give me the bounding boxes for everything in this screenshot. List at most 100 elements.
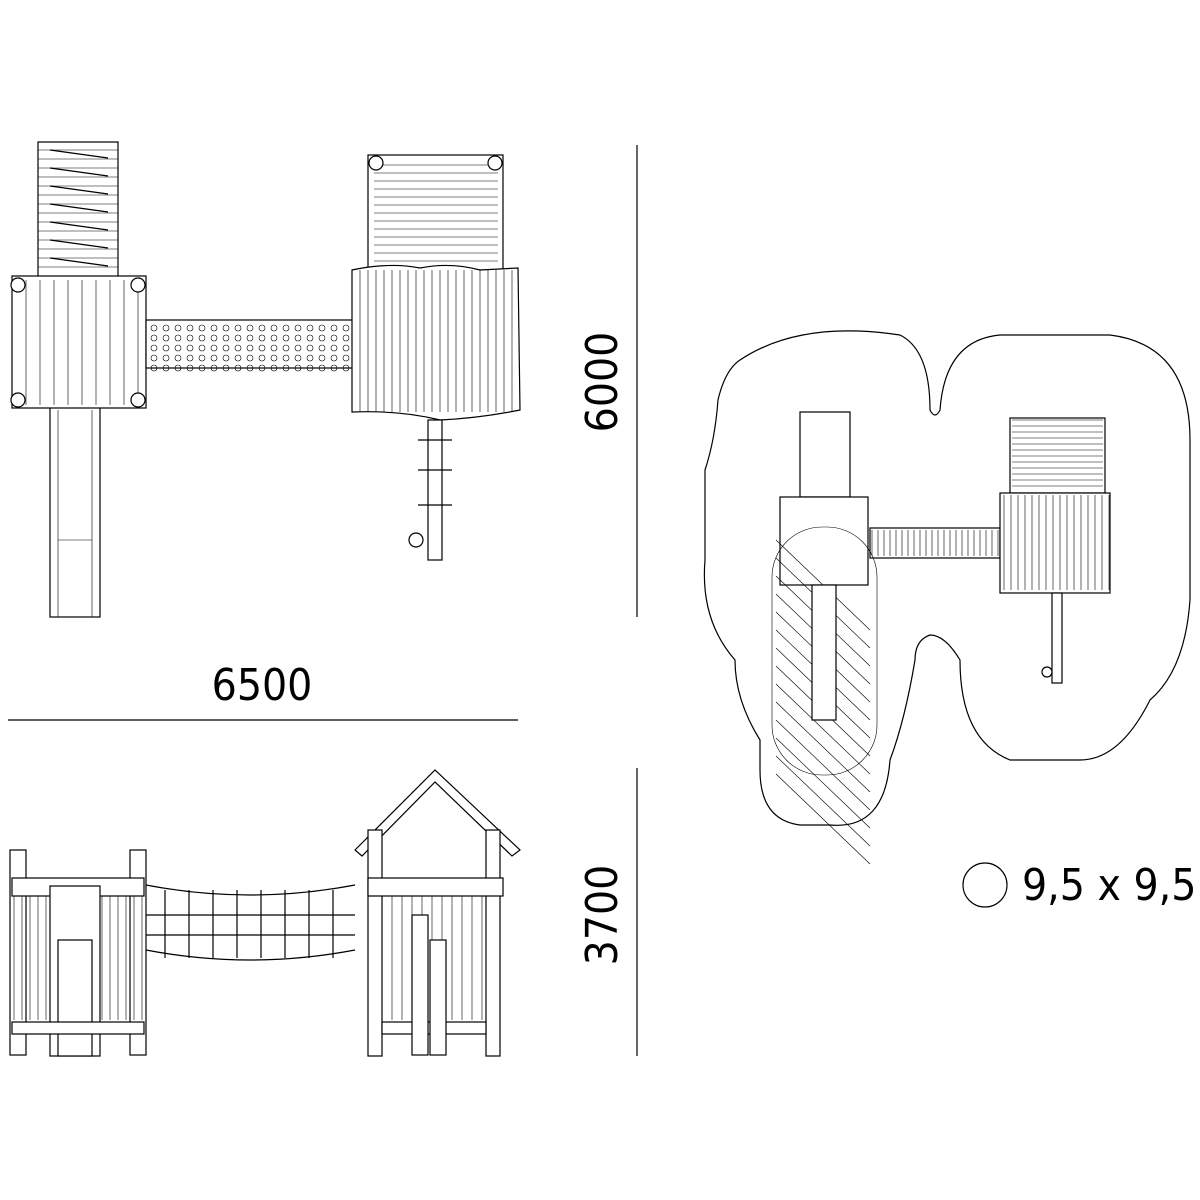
knot — [162, 324, 170, 332]
line — [49, 185, 109, 195]
right-tower-planks — [374, 164, 498, 262]
knot — [294, 364, 302, 372]
post — [130, 277, 146, 293]
knot — [198, 364, 206, 372]
knot — [150, 334, 158, 342]
knot — [186, 344, 194, 352]
knot — [258, 334, 266, 342]
line — [775, 701, 871, 793]
knot — [306, 334, 314, 342]
knot — [210, 344, 218, 352]
line — [49, 203, 109, 213]
knot — [150, 344, 158, 352]
knot — [162, 354, 170, 362]
knot — [246, 344, 254, 352]
right-tower-roof — [999, 492, 1111, 594]
post — [368, 155, 384, 171]
knot — [198, 354, 206, 362]
knot — [330, 334, 338, 342]
width-dimension-label: 6500 — [212, 660, 313, 711]
safety-area-legend-icon — [962, 862, 1008, 908]
safety-area-label: 9,5 x 9,5 — [1022, 860, 1196, 911]
knot — [174, 334, 182, 342]
line — [49, 167, 109, 177]
knot — [234, 324, 242, 332]
knot — [342, 334, 350, 342]
rope-bridge — [145, 319, 355, 369]
left-tower-planks — [25, 280, 139, 405]
bridge-bottom — [145, 949, 356, 961]
knot — [294, 324, 302, 332]
knot — [330, 354, 338, 362]
ladder — [427, 419, 443, 561]
roof-planks — [359, 270, 513, 412]
knot — [282, 334, 290, 342]
knot — [186, 354, 194, 362]
post — [10, 277, 26, 293]
knot — [282, 354, 290, 362]
safety-area-outline — [703, 330, 1191, 826]
climbing-wall — [37, 141, 119, 278]
deck-beam — [11, 1021, 145, 1035]
knot — [258, 324, 266, 332]
knot — [222, 344, 230, 352]
line — [775, 773, 871, 865]
knot — [258, 344, 266, 352]
post — [485, 829, 501, 1057]
knot — [186, 324, 194, 332]
knot — [210, 334, 218, 342]
knot — [234, 344, 242, 352]
line — [775, 683, 871, 775]
knot — [246, 324, 254, 332]
knot — [234, 364, 242, 372]
knot — [234, 354, 242, 362]
knot — [198, 324, 206, 332]
rope-bridge-net — [150, 324, 350, 372]
knot — [318, 344, 326, 352]
knot — [330, 364, 338, 372]
rope-bridge — [869, 527, 1001, 559]
line — [775, 755, 871, 847]
knot — [318, 334, 326, 342]
knot — [306, 364, 314, 372]
knot — [222, 354, 230, 362]
right-tower-deck — [1009, 417, 1106, 494]
knot — [258, 354, 266, 362]
knot — [270, 344, 278, 352]
slide — [49, 404, 101, 618]
rope-ball — [1041, 666, 1053, 678]
knot — [306, 324, 314, 332]
line — [49, 257, 109, 267]
knot — [342, 344, 350, 352]
knot — [186, 364, 194, 372]
knot — [210, 364, 218, 372]
knot — [246, 334, 254, 342]
ladder — [1051, 592, 1063, 684]
knot — [270, 334, 278, 342]
knot — [318, 364, 326, 372]
post — [487, 155, 503, 171]
rope-ball — [408, 532, 424, 548]
post — [10, 392, 26, 408]
line — [49, 149, 109, 159]
ladder-post — [411, 914, 429, 1056]
right-tower-roof — [351, 264, 521, 421]
knot — [162, 334, 170, 342]
knot — [270, 354, 278, 362]
depth-dimension-label: 6000 — [577, 332, 628, 433]
knot — [246, 364, 254, 372]
railing — [367, 877, 504, 897]
knot — [270, 364, 278, 372]
knot — [282, 324, 290, 332]
bridge-side-net — [146, 890, 355, 958]
site-bridge-net — [871, 530, 999, 556]
knot — [210, 324, 218, 332]
knot — [162, 344, 170, 352]
line — [775, 737, 871, 829]
knot — [186, 334, 194, 342]
slide — [811, 584, 837, 721]
knot — [318, 354, 326, 362]
left-tower-deck — [11, 275, 147, 409]
